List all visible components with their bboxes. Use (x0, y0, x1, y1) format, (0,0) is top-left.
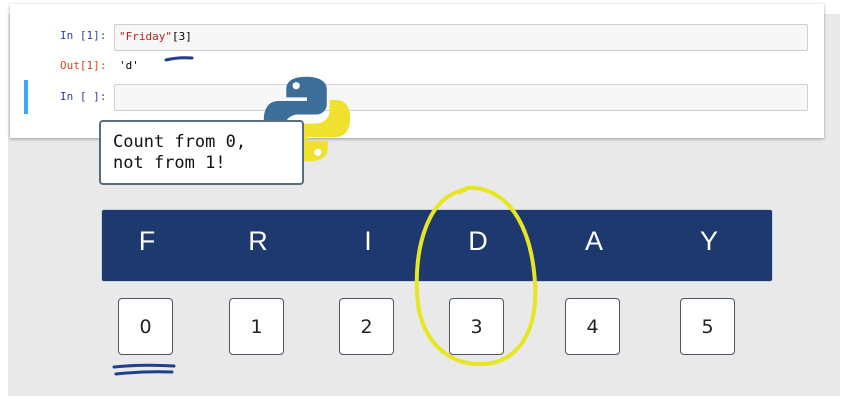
index-box-3: 3 (449, 298, 504, 355)
code-cell-1[interactable]: "Friday"[3] (114, 24, 808, 51)
letter-0: F (138, 226, 156, 256)
index-box-0: 0 (118, 298, 173, 355)
callout-text: Count from 0, not from 1! (113, 132, 247, 173)
input-prompt-2: In [ ]: (60, 90, 107, 103)
index-box-1: 1 (229, 298, 284, 355)
output-prompt-1: Out[1]: (60, 59, 107, 72)
highlight-circle-annotation (414, 185, 538, 367)
output-value-1: 'd' (119, 59, 139, 72)
code-index: [3] (171, 30, 192, 43)
letter-1: R (248, 226, 268, 256)
code-underline-annotation (164, 56, 194, 62)
selected-cell-indicator (24, 80, 28, 114)
index-underline-annotation (112, 363, 176, 376)
code-string: "Friday" (119, 30, 172, 43)
code-cell-2[interactable] (114, 84, 808, 111)
index-box-4: 4 (565, 298, 620, 355)
index-box-2: 2 (339, 298, 394, 355)
letter-3: D (468, 226, 488, 256)
index-box-5: 5 (680, 298, 735, 355)
callout-box: Count from 0, not from 1! (99, 120, 304, 185)
word-bar: F R I D A Y (101, 209, 773, 282)
letter-5: Y (699, 226, 718, 256)
jupyter-notebook-panel: In [1]: "Friday"[3] Out[1]: 'd' In [ ]: (10, 4, 824, 138)
letter-2: I (364, 226, 372, 256)
input-prompt-1: In [1]: (60, 29, 107, 42)
letter-4: A (584, 226, 603, 256)
